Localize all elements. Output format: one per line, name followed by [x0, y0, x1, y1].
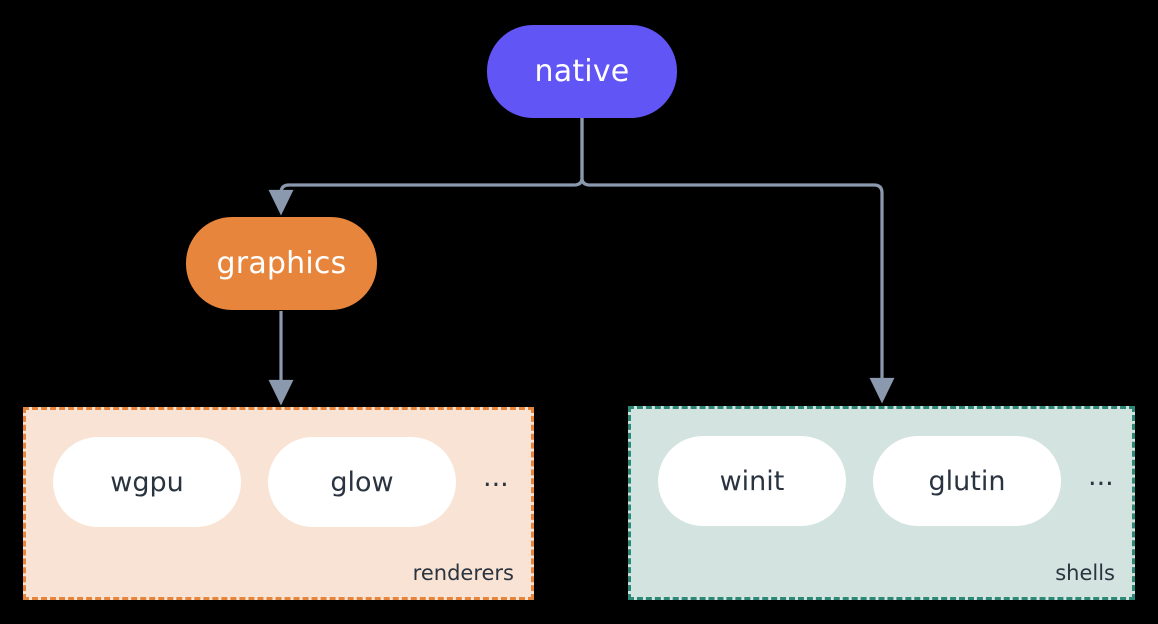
node-wgpu[interactable]: wgpu	[53, 437, 241, 527]
group-shells: winit glutin ... shells	[628, 406, 1135, 600]
node-winit-label: winit	[719, 465, 785, 497]
group-renderers-items: wgpu glow ...	[53, 437, 509, 527]
node-glutin[interactable]: glutin	[873, 436, 1061, 526]
node-glow[interactable]: glow	[268, 437, 456, 527]
group-shells-items: winit glutin ...	[658, 436, 1114, 526]
group-renderers-caption: renderers	[412, 561, 514, 585]
edge-native-to-shells	[580, 118, 895, 404]
node-wgpu-label: wgpu	[110, 466, 184, 498]
node-winit[interactable]: winit	[658, 436, 846, 526]
node-glutin-label: glutin	[928, 465, 1006, 497]
group-renderers: wgpu glow ... renderers	[23, 407, 534, 600]
node-glow-label: glow	[330, 466, 394, 498]
renderers-ellipsis: ...	[483, 461, 509, 493]
node-graphics[interactable]: graphics	[186, 217, 377, 310]
node-native-label: native	[534, 54, 630, 89]
shells-ellipsis: ...	[1088, 460, 1114, 492]
edge-native-to-graphics	[268, 118, 584, 216]
node-native[interactable]: native	[487, 25, 677, 118]
group-shells-caption: shells	[1055, 561, 1115, 585]
node-graphics-label: graphics	[216, 246, 347, 281]
